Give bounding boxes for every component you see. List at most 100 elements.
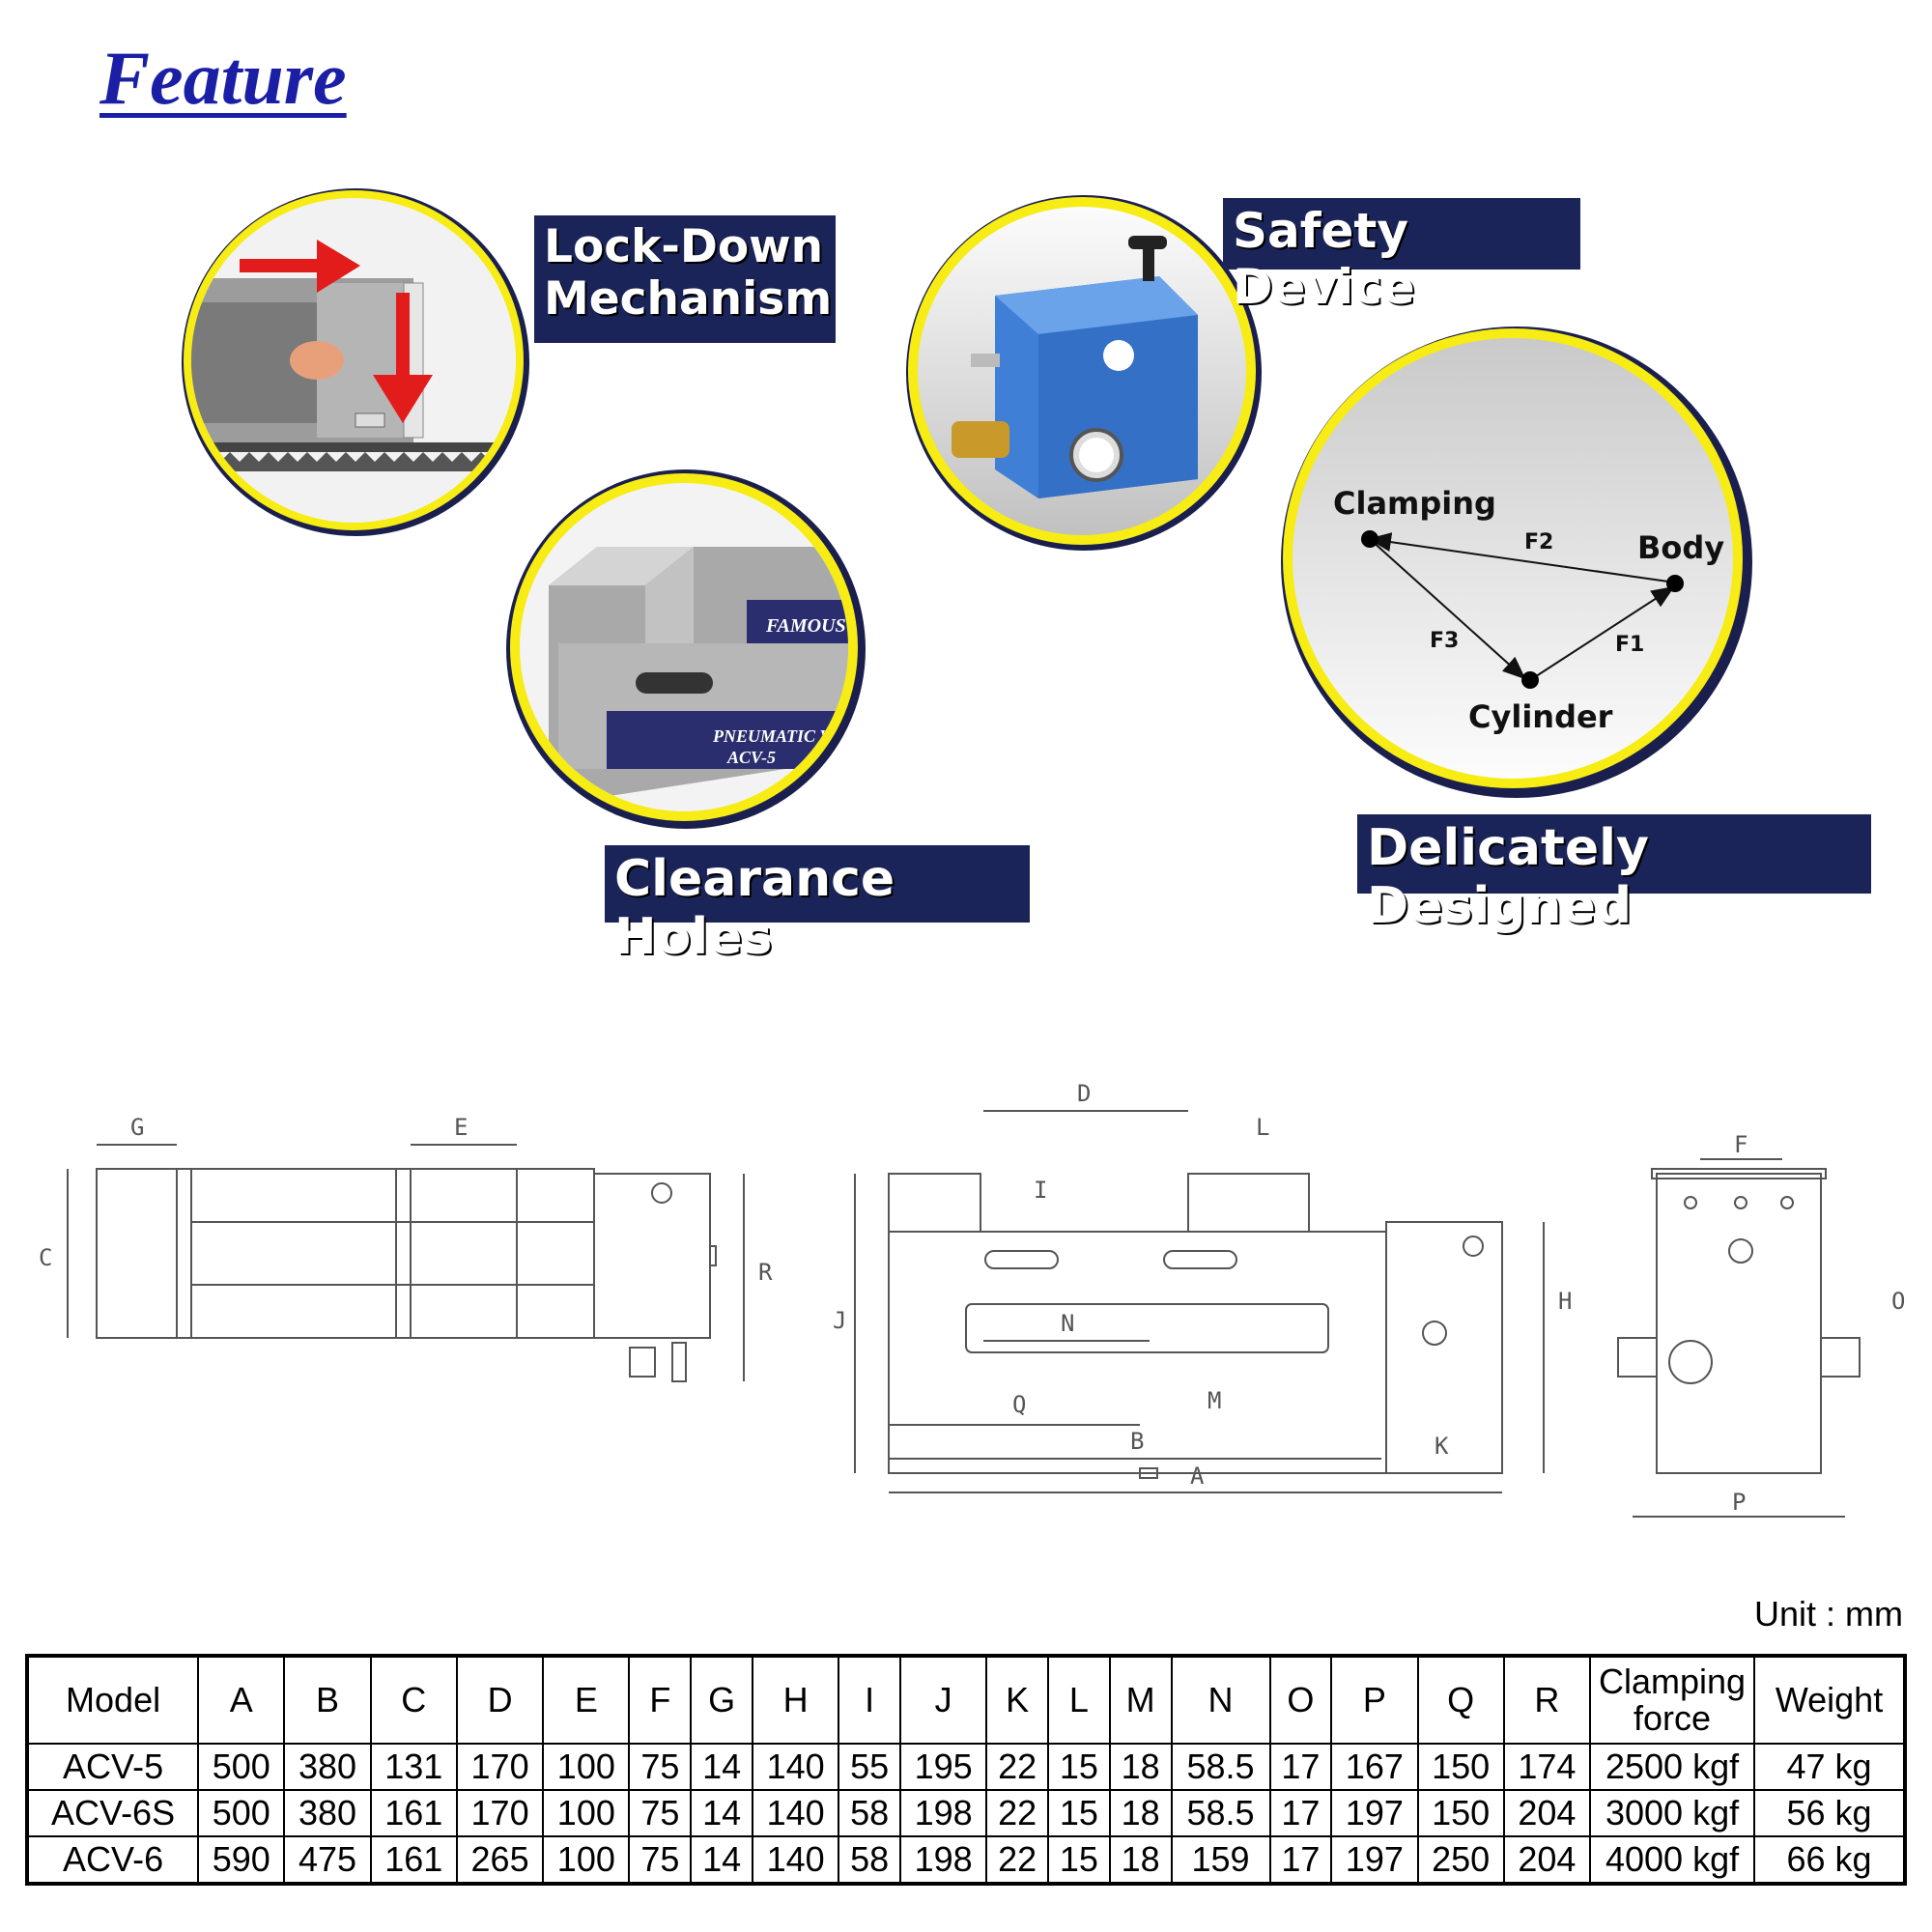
col-header: Clamping force (1589, 1655, 1756, 1745)
dim-label-q: Q (1012, 1391, 1026, 1418)
table-cell: 500 (197, 1743, 286, 1791)
table-cell: 140 (751, 1835, 840, 1885)
table-cell: 17 (1268, 1789, 1333, 1837)
table-cell: 140 (751, 1789, 840, 1837)
table-cell: 204 (1502, 1835, 1592, 1885)
lock-down-illustration (182, 188, 529, 536)
col-header: D (455, 1655, 545, 1745)
table-cell: 161 (369, 1789, 458, 1837)
table-header-row: Model A B C D E F G H I J K L M N O P Q … (25, 1655, 1906, 1745)
col-header: E (542, 1655, 631, 1745)
table-cell: 3000 kgf (1589, 1789, 1756, 1837)
table-cell: 380 (283, 1789, 372, 1837)
col-header: A (197, 1655, 286, 1745)
vise-brand: FAMOUS (765, 615, 846, 637)
page-title: Feature (99, 36, 347, 120)
table-cell: 58 (838, 1789, 901, 1837)
dim-label-n: N (1061, 1310, 1074, 1337)
table-cell: 18 (1108, 1835, 1173, 1885)
table-cell: 55 (838, 1743, 901, 1791)
col-header: R (1502, 1655, 1592, 1745)
force-f2: F2 (1524, 530, 1553, 554)
dim-label-g: F (1734, 1131, 1747, 1158)
col-header: L (1047, 1655, 1111, 1745)
col-header: Model (25, 1655, 200, 1745)
node-cylinder: Cylinder (1468, 698, 1613, 735)
table-cell: 15 (1047, 1835, 1111, 1885)
table-cell: 14 (690, 1789, 753, 1837)
force-f1: F1 (1615, 633, 1644, 657)
table-cell: 197 (1330, 1835, 1419, 1885)
col-header: N (1170, 1655, 1271, 1745)
col-header: M (1108, 1655, 1173, 1745)
dim-label-c: C (39, 1244, 52, 1271)
vise-model: ACV-5 (726, 748, 776, 767)
dim-label-e: E (454, 1114, 468, 1141)
table-cell: 66 kg (1753, 1835, 1906, 1885)
dim-label-a: A (1190, 1463, 1205, 1490)
table-cell: 150 (1416, 1743, 1505, 1791)
dim-label-l: L (1256, 1114, 1269, 1141)
clearance-holes-illustration: FAMOUS PNEUMATIC VI ACV-5 (506, 469, 866, 829)
table-cell: 75 (628, 1743, 693, 1791)
unit-label: Unit : mm (1753, 1594, 1903, 1634)
dim-label-k: K (1435, 1433, 1449, 1460)
col-header: Weight (1753, 1655, 1906, 1745)
force-f3: F3 (1430, 629, 1459, 653)
safety-device-label: Safety Device (1223, 198, 1580, 314)
table-cell: 2500 kgf (1589, 1743, 1756, 1791)
dim-label-r: R (758, 1259, 773, 1286)
spec-table: Model A B C D E F G H I J K L M N O P Q … (25, 1654, 1907, 1886)
table-cell: 17 (1268, 1835, 1333, 1885)
node-clamping: Clamping (1333, 485, 1496, 522)
col-header: K (985, 1655, 1049, 1745)
table-cell: 15 (1047, 1789, 1111, 1837)
table-cell: 197 (1330, 1789, 1419, 1837)
table-cell: 14 (690, 1835, 753, 1885)
table-cell: 15 (1047, 1743, 1111, 1791)
dim-label-o: O (1891, 1288, 1905, 1315)
col-header: I (838, 1655, 901, 1745)
dim-label-i: I (1034, 1177, 1047, 1204)
table-cell: 475 (283, 1835, 372, 1885)
force-diagram: Clamping Body Cylinder F2 F3 F1 (1281, 327, 1752, 798)
table-cell: 14 (690, 1743, 753, 1791)
table-cell: 174 (1502, 1743, 1592, 1791)
table-cell: 170 (455, 1743, 545, 1791)
dim-label-d: D (1077, 1080, 1091, 1107)
table-cell: 265 (455, 1835, 545, 1885)
col-header: O (1268, 1655, 1333, 1745)
col-header: J (898, 1655, 988, 1745)
table-cell: 150 (1416, 1789, 1505, 1837)
table-cell: 17 (1268, 1743, 1333, 1791)
vise-plate: PNEUMATIC VI (712, 726, 839, 746)
dim-label-m: M (1208, 1387, 1221, 1414)
table-cell: 4000 kgf (1589, 1835, 1756, 1885)
table-cell: 159 (1170, 1835, 1271, 1885)
table-cell: 18 (1108, 1789, 1173, 1837)
table-cell: 22 (985, 1743, 1049, 1791)
table-cell: 198 (898, 1789, 988, 1837)
col-header: P (1330, 1655, 1419, 1745)
table-cell: 75 (628, 1835, 693, 1885)
table-cell: 22 (985, 1789, 1049, 1837)
col-header: F (628, 1655, 693, 1745)
table-cell: 22 (985, 1835, 1049, 1885)
table-cell: 380 (283, 1743, 372, 1791)
dim-label-p: P (1732, 1489, 1746, 1516)
table-cell: 167 (1330, 1743, 1419, 1791)
col-header: C (369, 1655, 458, 1745)
table-cell: 58 (838, 1835, 901, 1885)
table-cell: 100 (542, 1789, 631, 1837)
table-cell: 56 kg (1753, 1789, 1906, 1837)
safety-device-illustration (906, 195, 1262, 551)
table-cell: 250 (1416, 1835, 1505, 1885)
table-cell: 18 (1108, 1743, 1173, 1791)
dim-label-b: B (1130, 1428, 1144, 1455)
dim-label-h: H (1558, 1288, 1572, 1315)
table-cell: 170 (455, 1789, 545, 1837)
dim-label-f: G (130, 1114, 144, 1141)
table-cell: 140 (751, 1743, 840, 1791)
table-cell: 131 (369, 1743, 458, 1791)
